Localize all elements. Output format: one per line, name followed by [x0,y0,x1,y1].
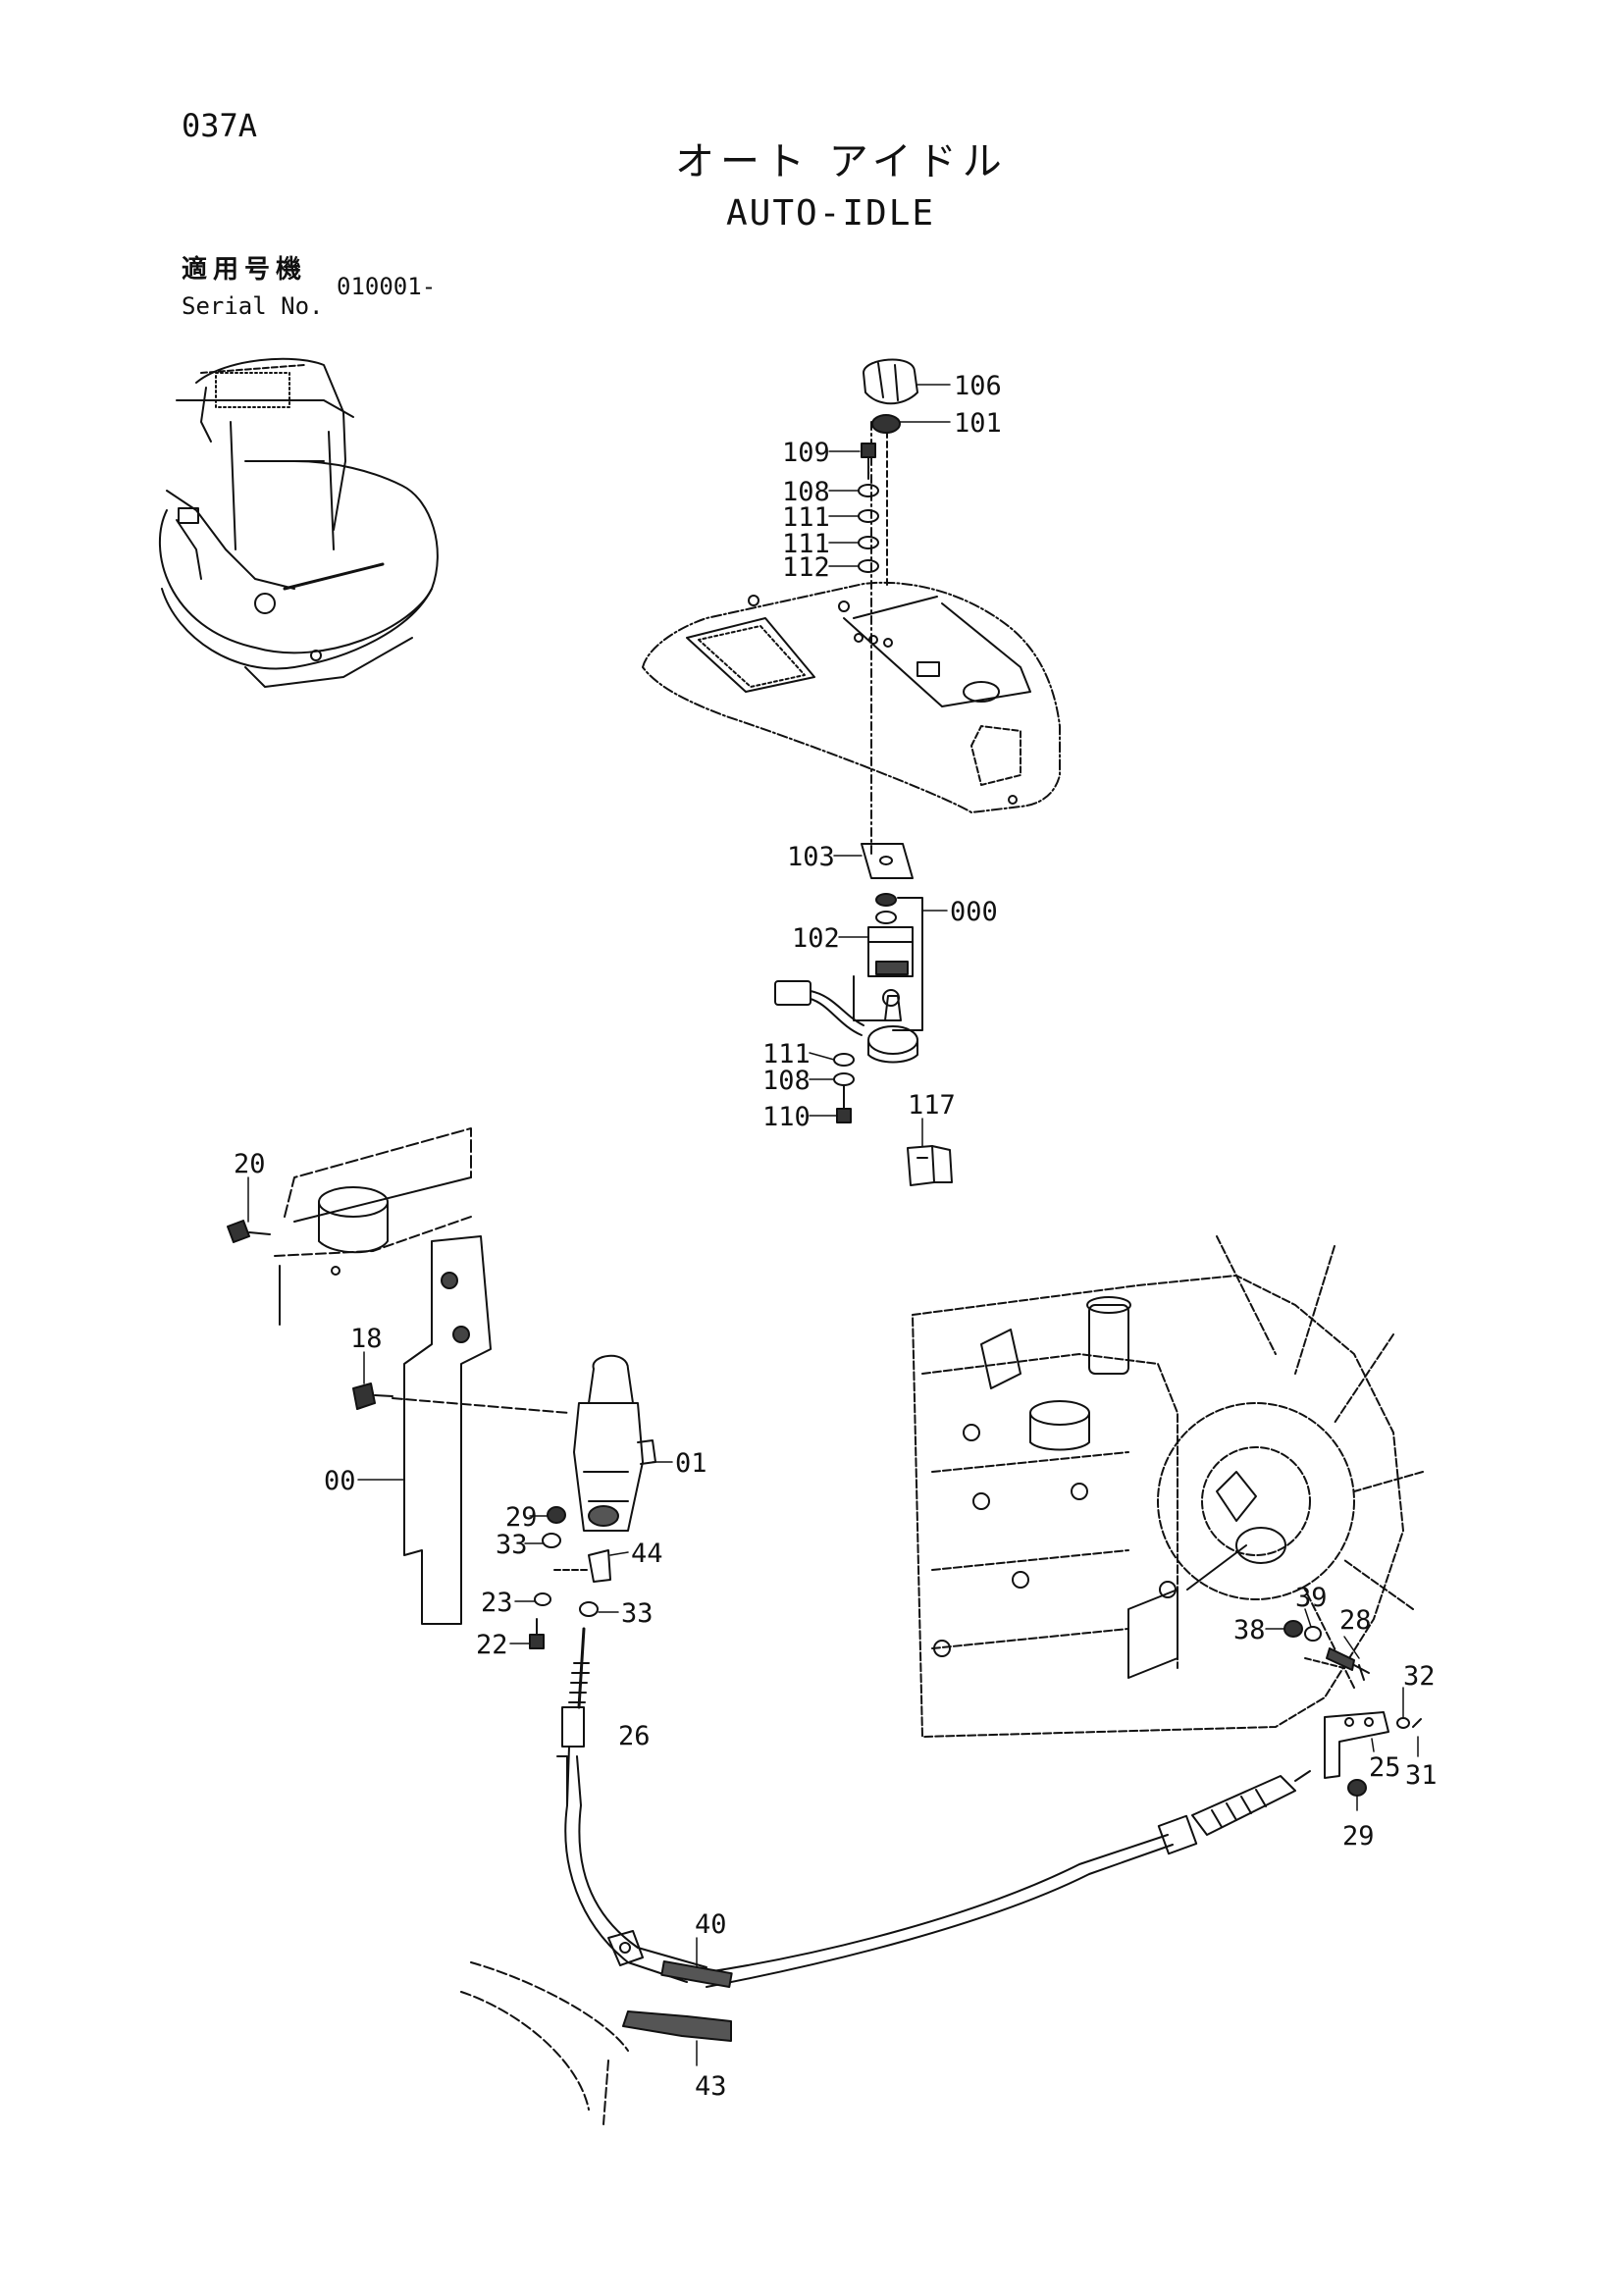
engine-details [933,1296,1286,1679]
callout-00: 00 [324,1466,356,1496]
excavator-thumbnail [159,357,439,688]
washer-part-32 [1396,1717,1410,1729]
washer-part-108-lower [833,1072,855,1086]
page-code: 037A [182,107,258,144]
callout-29: 29 [505,1502,538,1533]
guide-line [392,1397,570,1414]
callout-111-lower: 111 [762,1039,811,1070]
nut-part-29 [547,1506,566,1524]
callout-117: 117 [908,1090,956,1121]
callout-labels: 106 101 109 108 111 111 112 103 000 102 … [234,371,1438,2102]
callout-33: 33 [496,1530,528,1560]
callout-112: 112 [782,552,830,583]
callout-20: 20 [234,1149,266,1179]
nut-part-000 [875,893,923,1031]
bracket-part-102 [853,926,914,1021]
mount-frame [274,1127,472,1326]
callout-23: 23 [481,1588,513,1618]
callout-29-right: 29 [1342,1821,1375,1852]
callout-33-second: 33 [621,1598,654,1629]
leader-lines [247,384,1419,2066]
washer-part-33-second [579,1601,599,1617]
callout-43: 43 [695,2071,727,2102]
screw-part-22 [529,1618,545,1649]
clip-part-117 [907,1145,953,1186]
washer-part-111-lower [833,1053,855,1067]
callout-44: 44 [631,1539,663,1569]
pin-part-28 [1326,1647,1370,1681]
cable-part-26 [556,1627,1311,1988]
clip-part-44 [553,1549,611,1583]
title-english: AUTO-IDLE [726,193,936,234]
cover-part-43 [622,2010,732,2042]
washer-part-23 [534,1592,551,1606]
callout-32: 32 [1403,1661,1436,1692]
nut-part-29-right [1347,1779,1367,1797]
callout-110: 110 [762,1102,811,1132]
serial-number-value: 010001- [337,273,437,300]
engine-assembly [912,1235,1424,1738]
screw-part-109 [861,443,876,480]
callout-28: 28 [1339,1605,1372,1636]
callout-108-lower: 108 [762,1066,811,1096]
callout-101: 101 [954,408,1002,439]
callout-22: 22 [476,1630,508,1660]
knob-part-106 [863,358,918,405]
callout-40: 40 [695,1909,727,1940]
serial-label-japanese: 適用号機 [182,255,308,285]
title-japanese: オート アイドル [675,139,1008,184]
callout-102: 102 [792,923,840,954]
callout-01: 01 [675,1448,707,1479]
pin-part-31 [1412,1718,1422,1728]
bolt-part-18 [352,1383,393,1410]
callout-38: 38 [1233,1615,1266,1645]
callout-000: 000 [950,897,998,927]
callout-103: 103 [787,842,835,872]
actuator-part-01 [573,1354,656,1532]
washer-part-39 [1304,1626,1345,1669]
control-console [642,581,1061,813]
bracket-part-00 [403,1235,492,1625]
washer-part-108 [858,484,879,497]
serial-label-english: Serial No. [182,292,324,320]
floor-outline [460,1961,629,2125]
bolt-part-20 [227,1220,271,1243]
plate-part-103 [861,843,914,879]
callout-111-second: 111 [782,529,830,559]
callout-109: 109 [782,438,830,468]
potentiometer-part [774,980,918,1064]
washer-part-112 [858,559,879,573]
callout-18: 18 [350,1324,383,1354]
callout-25: 25 [1369,1752,1401,1783]
pad-part-40 [607,1930,733,1988]
callout-106: 106 [954,371,1002,401]
washer-part-111 [858,509,879,523]
callout-31: 31 [1405,1760,1438,1791]
nut-part-101 [871,414,901,434]
callout-39: 39 [1295,1583,1328,1613]
callout-26: 26 [618,1721,651,1751]
washer-part-38 [1283,1620,1303,1638]
bracket-part-25 [1324,1711,1389,1779]
screw-part-110 [836,1085,852,1123]
callout-108: 108 [782,477,830,507]
washer-part-33 [542,1533,561,1548]
callout-111: 111 [782,502,830,533]
washer-part-111-second [858,536,879,549]
